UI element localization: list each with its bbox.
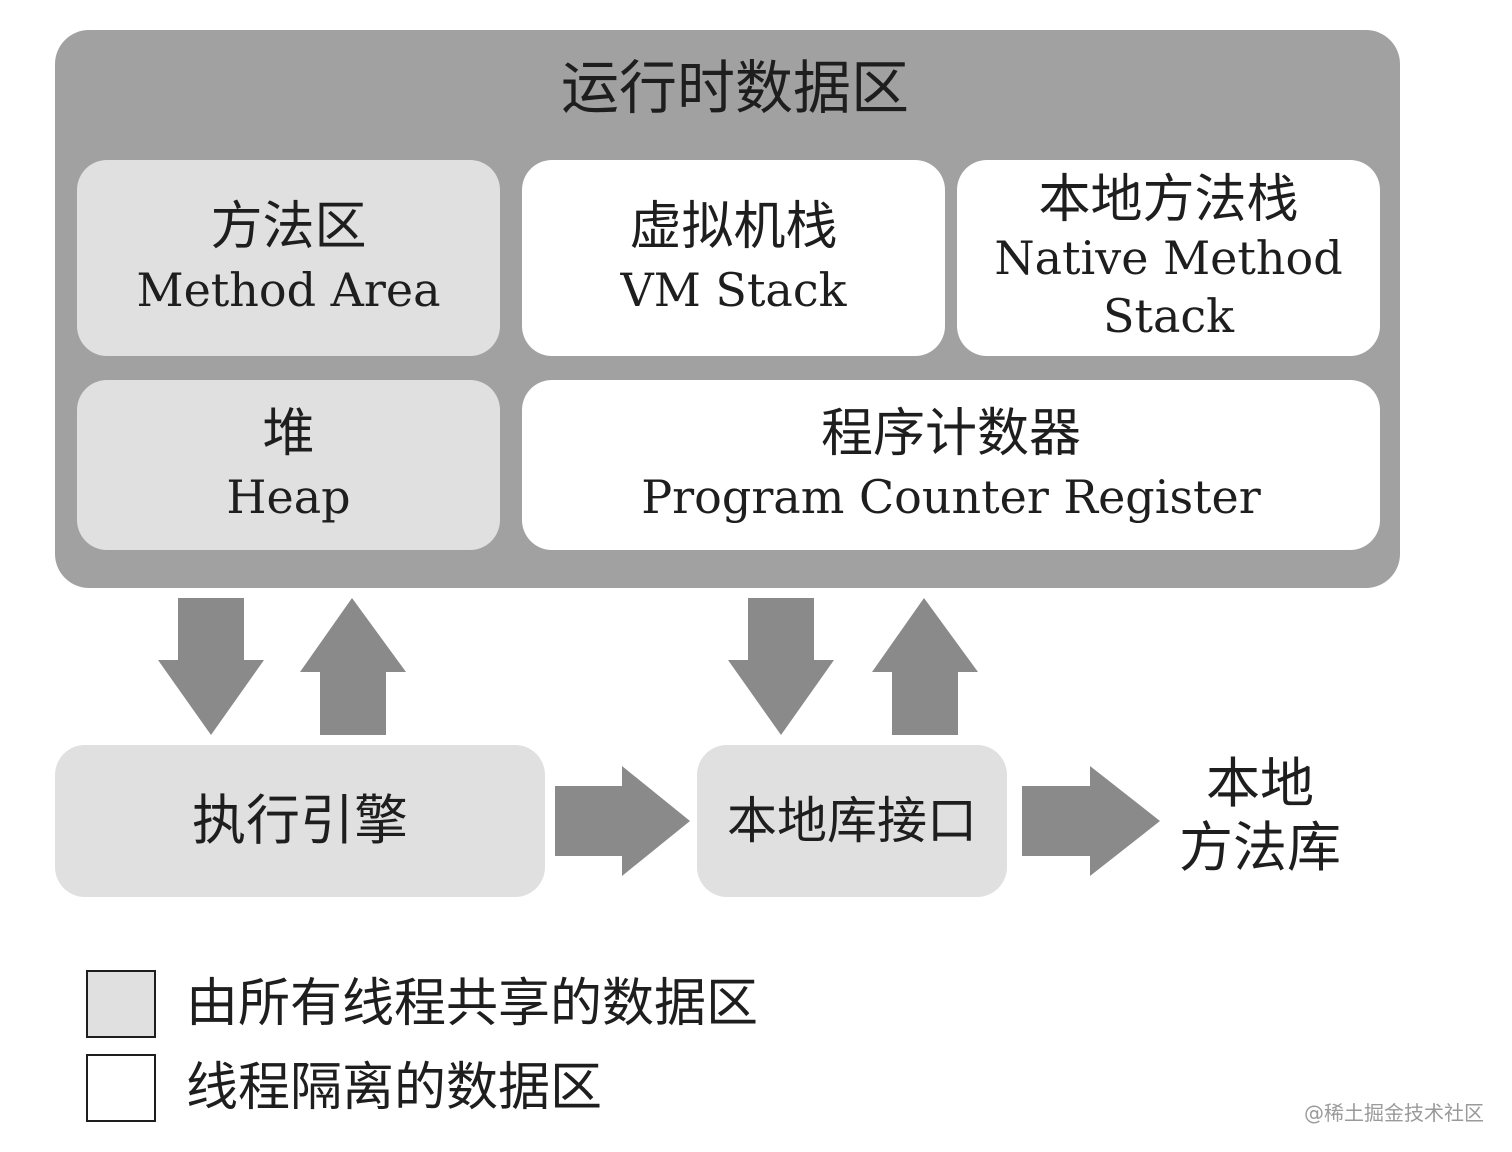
- native-interface-label: 本地库接口: [727, 792, 977, 850]
- native-method-library: 本地 方法库: [1160, 752, 1360, 880]
- execution-engine-label: 执行引擎: [192, 789, 408, 852]
- legend-private-label: 线程隔离的数据区: [186, 1058, 603, 1118]
- legend-private-swatch: [86, 1054, 156, 1122]
- native-stack-en-line2: Stack: [1102, 289, 1235, 343]
- pc-register-zh: 程序计数器: [820, 404, 1081, 464]
- arrow-down-left: [158, 598, 264, 735]
- method-area-box: 方法区 Method Area: [77, 160, 500, 356]
- heap-en: Heap: [226, 470, 351, 524]
- legend-shared-label: 由所有线程共享的数据区: [186, 974, 759, 1034]
- native-method-stack-box: 本地方法栈 Native Method Stack: [957, 160, 1380, 356]
- native-stack-en-line1: Native Method: [994, 231, 1343, 285]
- heap-box: 堆 Heap: [77, 380, 500, 550]
- runtime-data-area-title: 运行时数据区: [560, 54, 909, 122]
- method-area-zh: 方法区: [210, 197, 367, 257]
- heap-zh: 堆: [262, 404, 315, 464]
- vm-stack-box: 虚拟机栈 VM Stack: [522, 160, 945, 356]
- native-stack-zh: 本地方法栈: [1038, 170, 1299, 230]
- arrow-right-engine-to-interface: [555, 766, 690, 876]
- watermark: @稀土掘金技术社区: [1304, 1101, 1484, 1125]
- method-area-en: Method Area: [136, 263, 441, 317]
- arrow-right-interface-to-library: [1022, 766, 1160, 876]
- native-library-line2: 方法库: [1179, 816, 1341, 879]
- execution-engine-box: 执行引擎: [55, 745, 545, 897]
- legend-shared-swatch: [86, 970, 156, 1038]
- vm-stack-en: VM Stack: [620, 263, 847, 317]
- vm-stack-zh: 虚拟机栈: [629, 197, 838, 257]
- native-interface-box: 本地库接口: [697, 745, 1007, 897]
- arrow-up-right: [872, 598, 978, 735]
- program-counter-register-box: 程序计数器 Program Counter Register: [522, 380, 1380, 550]
- arrow-down-right: [728, 598, 834, 735]
- native-library-line1: 本地: [1206, 752, 1314, 815]
- pc-register-en: Program Counter Register: [641, 470, 1261, 524]
- arrow-up-left: [300, 598, 406, 735]
